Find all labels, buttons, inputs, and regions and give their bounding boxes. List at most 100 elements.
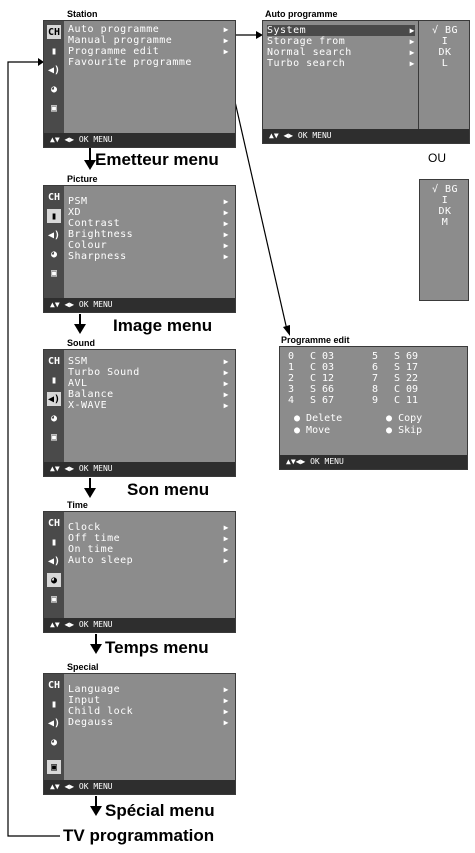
chevron-right-icon: ▶: [223, 401, 229, 410]
menu-item-degauss[interactable]: Degauss▶: [68, 717, 229, 728]
auto-item-turbo-search[interactable]: Turbo search▶: [267, 58, 415, 69]
menu-item-favourite-programme[interactable]: Favourite programme: [68, 57, 229, 68]
speaker-icon[interactable]: ◀): [47, 555, 61, 567]
programme-edit-arrowhead: [283, 325, 290, 336]
delete-action[interactable]: ● Delete: [294, 413, 343, 424]
menu-item-clock[interactable]: Clock▶: [68, 522, 229, 533]
menu-item-avl[interactable]: AVL▶: [68, 378, 229, 389]
chevron-right-icon: ▶: [223, 534, 229, 543]
menu-item-balance[interactable]: Balance▶: [68, 389, 229, 400]
menu-item-turbo-sound[interactable]: Turbo Sound▶: [68, 367, 229, 378]
auto-item-system[interactable]: System▶: [267, 25, 415, 36]
system-option-i[interactable]: I: [441, 195, 449, 206]
picture-icon[interactable]: ▮: [50, 45, 58, 57]
menu-item-on-time[interactable]: On time▶: [68, 544, 229, 555]
special-icon[interactable]: ▣: [50, 102, 58, 114]
chevron-right-icon: ▶: [223, 25, 229, 34]
programme-edit-title: Programme edit: [281, 335, 350, 345]
skip-action[interactable]: ● Skip: [386, 425, 423, 436]
menu-item-x-wave[interactable]: X-WAVE▶: [68, 400, 229, 411]
chevron-right-icon: ▶: [223, 230, 229, 239]
programme-number: 6: [372, 362, 379, 373]
speaker-icon[interactable]: ◀): [47, 392, 61, 406]
tv-programmation-caption: TV programmation: [63, 826, 215, 845]
system-option-l[interactable]: L: [441, 58, 449, 69]
system-option-dk[interactable]: DK: [438, 47, 452, 58]
chevron-right-icon: ▶: [223, 241, 229, 250]
channel-icon[interactable]: CH: [47, 517, 61, 529]
system-option-m[interactable]: M: [441, 217, 449, 228]
menu-item-contrast[interactable]: Contrast▶: [68, 218, 229, 229]
clock-icon[interactable]: ◕: [50, 248, 58, 260]
menu-item-language[interactable]: Language▶: [68, 684, 229, 695]
temps-menu-caption: Temps menu: [105, 638, 209, 657]
channel-code: S 67: [310, 395, 335, 406]
action-row: ● Move ● Skip: [294, 425, 464, 437]
menu-item-programme-edit[interactable]: Programme edit▶: [68, 46, 229, 57]
picture-icon[interactable]: ▮: [50, 374, 58, 386]
system-option-i[interactable]: I: [441, 36, 449, 47]
channel-icon[interactable]: CH: [47, 679, 61, 691]
channel-icon[interactable]: CH: [47, 191, 61, 203]
menu-item-label: Clock: [68, 522, 101, 533]
menu-item-psm[interactable]: PSM▶: [68, 196, 229, 207]
menu-item-brightness[interactable]: Brightness▶: [68, 229, 229, 240]
menu-item-manual-programme[interactable]: Manual programme▶: [68, 35, 229, 46]
system-option-dk[interactable]: DK: [438, 206, 452, 217]
sound-menu-panel: CH ▮ ◀) ◕ ▣ SSM▶ Turbo Sound▶ AVL▶ Balan…: [43, 349, 236, 477]
system-option-bg[interactable]: √ BG: [422, 184, 468, 195]
auto-item-normal-search[interactable]: Normal search▶: [267, 47, 415, 58]
move-action[interactable]: ● Move: [294, 425, 331, 436]
clock-icon[interactable]: ◕: [50, 83, 58, 95]
speaker-icon[interactable]: ◀): [47, 717, 61, 729]
programme-number: 0: [288, 351, 295, 362]
nav-hint-bar: ▲▼ ◀▶ OK MENU: [44, 462, 235, 476]
channel-icon[interactable]: CH: [47, 25, 61, 39]
down-arrow-3: [84, 488, 96, 498]
system-option-bg[interactable]: √ BG: [423, 25, 467, 36]
programme-actions: ● Delete ● Copy ● Move ● Skip: [294, 413, 464, 437]
menu-item-colour[interactable]: Colour▶: [68, 240, 229, 251]
action-label: Skip: [398, 425, 423, 436]
clock-icon[interactable]: ◕: [50, 412, 58, 424]
emetteur-menu-caption: Emetteur menu: [95, 150, 219, 169]
menu-item-sharpness[interactable]: Sharpness▶: [68, 251, 229, 262]
picture-icon[interactable]: ▮: [47, 209, 61, 223]
clock-icon[interactable]: ◕: [47, 573, 61, 587]
special-menu-sidebar: CH ▮ ◀) ◕ ▣: [44, 674, 64, 780]
menu-item-input[interactable]: Input▶: [68, 695, 229, 706]
menu-item-xd[interactable]: XD ▶: [68, 207, 229, 218]
menu-item-label: Language: [68, 684, 121, 695]
auto-item-storage-from[interactable]: Storage from▶: [267, 36, 415, 47]
picture-icon[interactable]: ▮: [50, 698, 58, 710]
chevron-right-icon: ▶: [223, 368, 229, 377]
station-menu-panel: CH ▮ ◀) ◕ ▣ Auto programme▶ Manual progr…: [43, 20, 236, 148]
chevron-right-icon: ▶: [223, 208, 229, 217]
special-icon[interactable]: ▣: [47, 760, 61, 774]
special-icon[interactable]: ▣: [50, 431, 58, 443]
channel-icon[interactable]: CH: [47, 355, 61, 367]
auto-programme-title: Auto programme: [265, 9, 338, 19]
picture-icon[interactable]: ▮: [50, 536, 58, 548]
menu-item-ssm[interactable]: SSM▶: [68, 356, 229, 367]
action-label: Delete: [306, 413, 343, 424]
menu-item-off-time[interactable]: Off time▶: [68, 533, 229, 544]
speaker-icon[interactable]: ◀): [47, 229, 61, 241]
menu-item-label: Programme edit: [68, 46, 160, 57]
menu-item-label: XD: [68, 207, 82, 218]
special-icon[interactable]: ▣: [50, 593, 58, 605]
menu-item-auto-sleep[interactable]: Auto sleep▶: [68, 555, 229, 566]
menu-item-child-lock[interactable]: Child lock▶: [68, 706, 229, 717]
speaker-icon[interactable]: ◀): [47, 64, 61, 76]
clock-icon[interactable]: ◕: [50, 736, 58, 748]
copy-action[interactable]: ● Copy: [386, 413, 423, 424]
chevron-right-icon: ▶: [223, 379, 229, 388]
chevron-right-icon: ▶: [223, 718, 229, 727]
special-icon[interactable]: ▣: [50, 267, 58, 279]
menu-item-auto-programme[interactable]: Auto programme▶: [68, 24, 229, 35]
